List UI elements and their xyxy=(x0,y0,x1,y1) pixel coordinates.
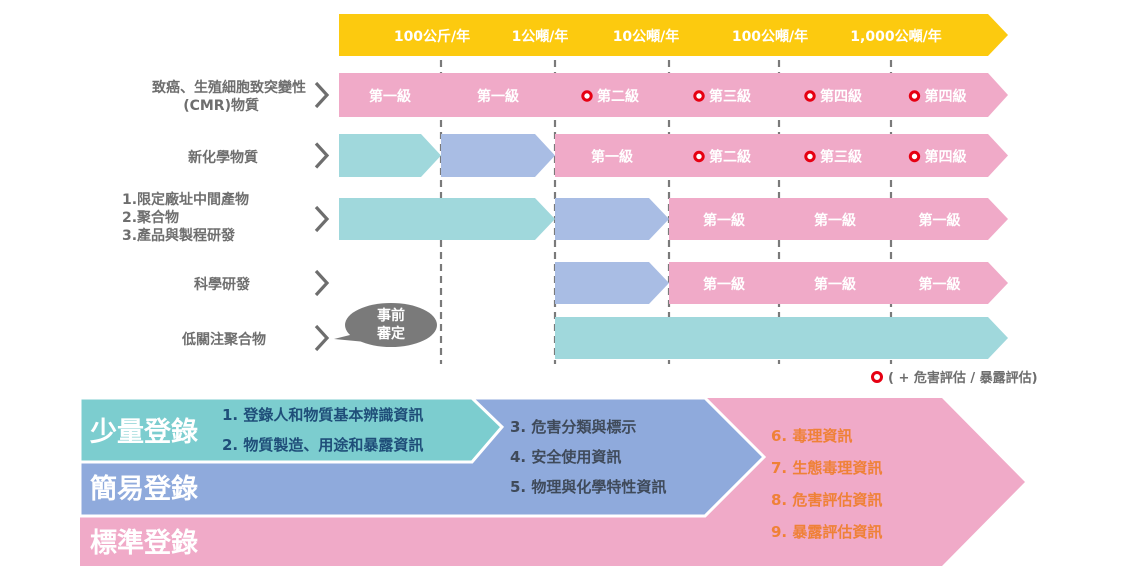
level-segment xyxy=(669,262,779,304)
row-label: (CMR)物質 xyxy=(183,97,259,114)
row-label: 低關注聚合物 xyxy=(181,331,266,348)
substance-row: 新化學物質 第一級 第二級 第三級 第四級 xyxy=(188,134,1008,177)
level-segment xyxy=(441,134,555,177)
tonnage-label: 1,000公噸/年 xyxy=(850,28,941,45)
chevron-right-icon xyxy=(314,324,330,352)
level-segment xyxy=(339,134,441,177)
level-segment xyxy=(891,262,1008,304)
level-segment xyxy=(779,198,891,240)
tonnage-axis: 100公斤/年 1公噸/年 10公噸/年 100公噸/年 1,000公噸/年 xyxy=(339,14,1008,56)
level-label: 第二級 xyxy=(597,88,639,105)
level-label: 第一級 xyxy=(703,276,745,293)
level-label: 第一級 xyxy=(919,212,961,229)
level-label: 第一級 xyxy=(919,276,961,293)
level-label: 第一級 xyxy=(703,212,745,229)
level-label: 第四級 xyxy=(820,88,862,105)
level-segment xyxy=(555,198,669,240)
small-registration-title: 少量登錄 xyxy=(90,416,198,448)
level-segment xyxy=(441,73,555,117)
level-segment xyxy=(669,134,779,177)
level-segment xyxy=(669,198,779,240)
level-segment xyxy=(891,73,1008,117)
tonnage-axis-arrow xyxy=(339,14,1008,56)
level-segment xyxy=(779,134,891,177)
level-label: 第四級 xyxy=(925,149,967,166)
tonnage-label: 10公噸/年 xyxy=(613,28,680,45)
level-label: 第二級 xyxy=(709,149,751,166)
level-label: 第一級 xyxy=(814,276,856,293)
level-label: 第三級 xyxy=(820,149,862,166)
level-segment xyxy=(555,262,669,304)
level-segment xyxy=(555,317,1008,359)
assessment-marker-icon xyxy=(581,90,593,102)
level-segment xyxy=(339,198,555,240)
assessment-marker-icon xyxy=(804,150,816,163)
row-label: 3.產品與製程研發 xyxy=(122,227,236,244)
registration-tiers: 少量登錄 簡易登錄 標準登錄 1. 登錄人和物質基本辨識資訊 2. 物質製造、用途… xyxy=(78,396,1025,566)
row-label: 新化學物質 xyxy=(188,149,258,166)
registration-item: 9. 暴露評估資訊 xyxy=(771,523,882,541)
chevron-right-icon xyxy=(314,205,330,233)
assessment-marker-icon xyxy=(871,371,883,383)
level-label: 第一級 xyxy=(369,88,411,105)
level-segment xyxy=(555,134,669,177)
tonnage-label: 100公斤/年 xyxy=(394,28,470,45)
substance-rows: 致癌、生殖細胞致突變性(CMR)物質第一級第一級第二級第三級第四級第四級新化學物… xyxy=(122,73,1008,359)
small-registration-band xyxy=(78,396,505,464)
row-label: 科學研發 xyxy=(194,276,251,293)
level-segment xyxy=(891,198,1008,240)
level-label: 第一級 xyxy=(814,212,856,229)
registration-item: 1. 登錄人和物質基本辨識資訊 xyxy=(222,406,423,424)
registration-item: 3. 危害分類與標示 xyxy=(510,418,636,436)
assessment-marker-icon xyxy=(693,150,705,163)
standard-registration-title: 標準登錄 xyxy=(90,527,198,559)
legend: ( + 危害評估 / 暴露評估) xyxy=(871,370,1038,386)
registration-item: 2. 物質製造、用途和暴露資訊 xyxy=(222,436,423,454)
level-segment xyxy=(339,73,441,117)
registration-item: 8. 危害評估資訊 xyxy=(771,491,882,509)
substance-row: 致癌、生殖細胞致突變性(CMR)物質 第一級 第一級 第二級 第三級 第四級 第四級 xyxy=(152,73,1008,117)
registration-item: 5. 物理與化學特性資訊 xyxy=(510,478,666,496)
pre-review-bubble xyxy=(345,303,437,347)
registration-item: 6. 毒理資訊 xyxy=(771,427,852,445)
tonnage-label: 1公噸/年 xyxy=(512,28,569,45)
chevron-right-icon xyxy=(314,142,330,169)
assessment-marker-icon xyxy=(908,90,921,102)
level-label: 第四級 xyxy=(925,88,967,105)
level-segment xyxy=(669,73,779,117)
row-label: 1.限定廠址中間產物 xyxy=(122,191,249,208)
level-label: 第一級 xyxy=(591,149,633,166)
bubble-text: 審定 xyxy=(376,325,405,342)
level-segment xyxy=(779,73,891,117)
bubble-text: 事前 xyxy=(377,307,405,324)
simple-registration-title: 簡易登錄 xyxy=(90,473,198,505)
tonnage-label: 100公噸/年 xyxy=(732,28,808,45)
level-segment xyxy=(779,262,891,304)
chevron-right-icon xyxy=(314,269,330,297)
chevron-right-icon xyxy=(314,81,330,109)
registration-item: 7. 生態毒理資訊 xyxy=(771,459,882,477)
substance-row: 科學研發 第一級 第一級 第一級 xyxy=(194,262,1008,304)
level-label: 第一級 xyxy=(477,88,519,105)
level-segment xyxy=(891,134,1008,177)
assessment-marker-icon xyxy=(693,90,705,102)
legend-text: ( + 危害評估 / 暴露評估) xyxy=(888,370,1038,386)
row-label: 致癌、生殖細胞致突變性 xyxy=(152,79,306,96)
level-segment xyxy=(555,73,669,117)
assessment-marker-icon xyxy=(804,90,816,102)
assessment-marker-icon xyxy=(908,150,921,163)
level-label: 第三級 xyxy=(709,88,751,105)
row-label: 2.聚合物 xyxy=(122,209,179,226)
registration-item: 4. 安全使用資訊 xyxy=(510,448,621,466)
